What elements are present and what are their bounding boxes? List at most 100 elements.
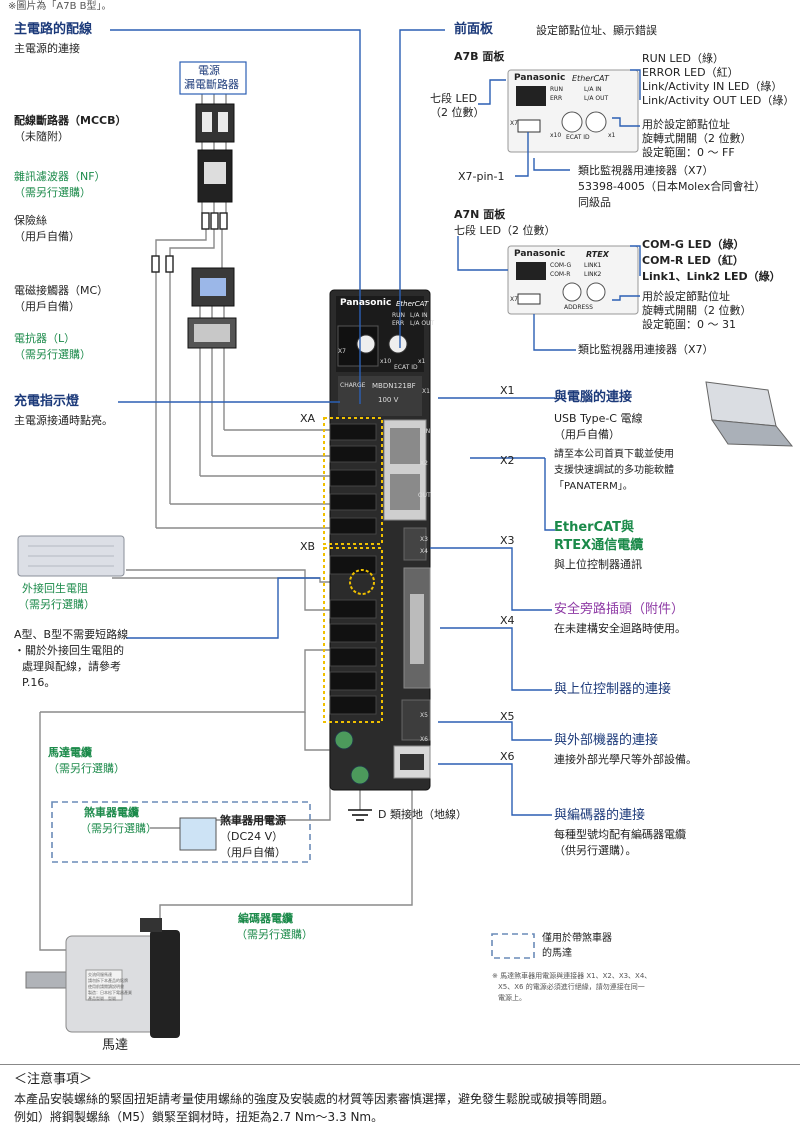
conn-label-x5: X5	[500, 710, 515, 723]
power-box-line2: 漏電斷路器	[184, 78, 239, 91]
drive-err: ERR	[392, 320, 405, 327]
footer-divider	[0, 1064, 800, 1065]
ethercat-title1: EtherCAT與	[554, 520, 635, 535]
short-note-2: ・關於外接回生電阻的	[14, 644, 124, 657]
motor-plate-2: 請勿拆下本產品的銘牌	[88, 978, 128, 983]
ground-icon	[348, 809, 372, 821]
footer-line2: 例如）將鋼製螺絲（M5）鎖緊至鋼材時，扭矩為2.7 Nm～3.3 Nm。	[14, 1110, 384, 1124]
legend-dashed-box	[491, 933, 535, 959]
mc-title: 電磁接觸器（MC）	[14, 284, 109, 297]
a7n-led-1: COM-G LED（綠）	[642, 238, 745, 251]
small-note-2: X5、X6 的電源必須進行絕緣，請勿連接在同一	[498, 983, 645, 991]
drive-x2: X2	[420, 460, 428, 467]
front-panel-title: 前面板	[454, 22, 494, 37]
mccb-sub: （未隨附）	[14, 130, 69, 143]
a7b-rotary-3: 設定範圍：0 ～ FF	[642, 146, 735, 159]
a7n-rotary-1: 用於設定節點位址	[642, 290, 730, 303]
ground-label: D 類接地（地線）	[378, 808, 467, 821]
brake-power-line2: （DC24 V）	[220, 830, 284, 843]
brake-power-title: 煞車器用電源	[220, 814, 286, 827]
motor-cable-title: 馬達電纜	[48, 746, 92, 759]
ext-title: 與外部機器的連接	[554, 733, 659, 748]
noise-filter-icon	[197, 149, 233, 203]
drive-x5: X5	[420, 712, 428, 719]
main-power-wires	[39, 92, 413, 951]
drive-x3: X3	[420, 536, 428, 543]
a7n-comr: COM-R	[550, 271, 571, 278]
drive-x1conn: X1	[422, 388, 430, 395]
small-note-1: ※ 馬達煞車器用電源與連接器 X1、X2、X3、X4、	[492, 972, 652, 980]
short-note-3: 處理與配線，請參考	[22, 660, 121, 673]
short-note-1: A型、B型不需要短路線	[14, 628, 129, 641]
safety-title: 安全旁路插頭（附件）	[554, 602, 685, 617]
drive-ethercat: EtherCAT	[396, 300, 429, 308]
a7b-led-3: Link/Activity IN LED（綠）	[642, 80, 783, 93]
power-box-line1: 電源	[198, 64, 220, 77]
a7n-rotary-2: 旋轉式開關（2 位數）	[642, 304, 752, 317]
a7n-panel-image	[507, 245, 639, 315]
motor-plate-4: 製造：日本松下電器產業	[88, 990, 132, 995]
motor-plate-1: 交流伺服馬達	[88, 972, 112, 977]
leader-lines	[110, 29, 641, 816]
a7b-run: RUN	[550, 86, 564, 93]
conn-label-x1: X1	[500, 384, 515, 397]
a7b-x10: x10	[550, 132, 562, 139]
a7n-rtex: RTEX	[586, 250, 609, 259]
drive-x1: x1	[418, 358, 426, 365]
a7b-seg2: （2 位數）	[430, 106, 485, 119]
pc-title: 與電腦的連接	[554, 390, 633, 405]
a7n-led-2: COM-R LED（紅）	[642, 254, 744, 267]
a7b-led-1: RUN LED（綠）	[642, 52, 724, 65]
brake-cable-title: 煞車器電纜	[84, 806, 139, 819]
drive-x7: X7	[338, 348, 346, 355]
mc-sub: （用戶自備）	[14, 300, 80, 313]
a7n-led-3: Link1、Link2 LED（綠）	[642, 270, 781, 283]
encoder-cable-sub: （需另行選購）	[236, 928, 313, 941]
drive-model: MBDN121BF	[372, 382, 416, 390]
ethercat-sub: 與上位控制器通訊	[554, 558, 642, 571]
footer-line1: 本產品安裝螺絲的緊固扭矩請考量使用螺絲的強度及安裝處的材質等因素審慎選擇，避免發…	[14, 1092, 615, 1106]
pc-line4: 支援快速調試的多功能軟體	[554, 465, 674, 476]
a7b-ethercat: EtherCAT	[572, 74, 609, 83]
fuse-title: 保險絲	[14, 214, 47, 227]
ext-sub: 連接外部光學尺等外部設備。	[554, 753, 697, 766]
a7b-x7pin: X7-pin-1	[458, 170, 505, 183]
drive-lain: L/A IN	[410, 312, 428, 319]
servo-drive	[329, 289, 431, 791]
drive-out: OUT	[418, 492, 431, 499]
a7b-led-4: Link/Activity OUT LED（綠）	[642, 94, 795, 107]
a7n-comg: COM-G	[550, 262, 572, 269]
reactor-icon	[187, 317, 237, 349]
laptop-icon	[705, 381, 794, 447]
small-note-3: 電源上。	[498, 994, 526, 1002]
a7n-link2: LINK2	[584, 271, 602, 278]
mccb-title: 配線斷路器（MCCB）	[14, 114, 127, 127]
motor-cable-sub: （需另行選購）	[48, 762, 125, 775]
charge-title: 充電指示燈	[14, 394, 80, 409]
pc-line1: USB Type-C 電線	[554, 412, 643, 425]
enc-line1: 每種型號均配有編碼器電纜	[554, 828, 686, 841]
a7n-x7: 類比監視器用連接器（X7）	[578, 343, 714, 356]
conn-label-x6: X6	[500, 750, 515, 763]
safety-sub: 在未建構安全迴路時使用。	[554, 622, 686, 635]
a7b-x7-1: 類比監視器用連接器（X7）	[578, 164, 714, 177]
mccb-icon	[195, 103, 235, 143]
a7b-laout: L/A OUT	[584, 95, 609, 102]
drive-x6: X6	[420, 736, 428, 743]
a7n-title: A7N 面板	[454, 208, 506, 221]
conn-label-x3: X3	[500, 534, 515, 547]
magnetic-contactor-icon	[191, 267, 235, 307]
drive-x10: x10	[380, 358, 392, 365]
main-circuit-title: 主電路的配線	[14, 22, 93, 37]
conn-label-x2: X2	[500, 454, 515, 467]
legend-line1: 僅用於帶煞車器	[542, 933, 612, 944]
drive-charge: CHARGE	[340, 382, 366, 389]
short-note-4: P.16。	[22, 676, 56, 689]
a7b-panel-image	[507, 69, 639, 153]
encoder-cable-title: 編碼器電纜	[238, 912, 293, 925]
regen-resistor-icon	[17, 535, 125, 577]
drive-x4: X4	[420, 548, 428, 555]
conn-label-x4: X4	[500, 614, 515, 627]
nf-title: 雜訊濾波器（NF）	[14, 170, 106, 183]
